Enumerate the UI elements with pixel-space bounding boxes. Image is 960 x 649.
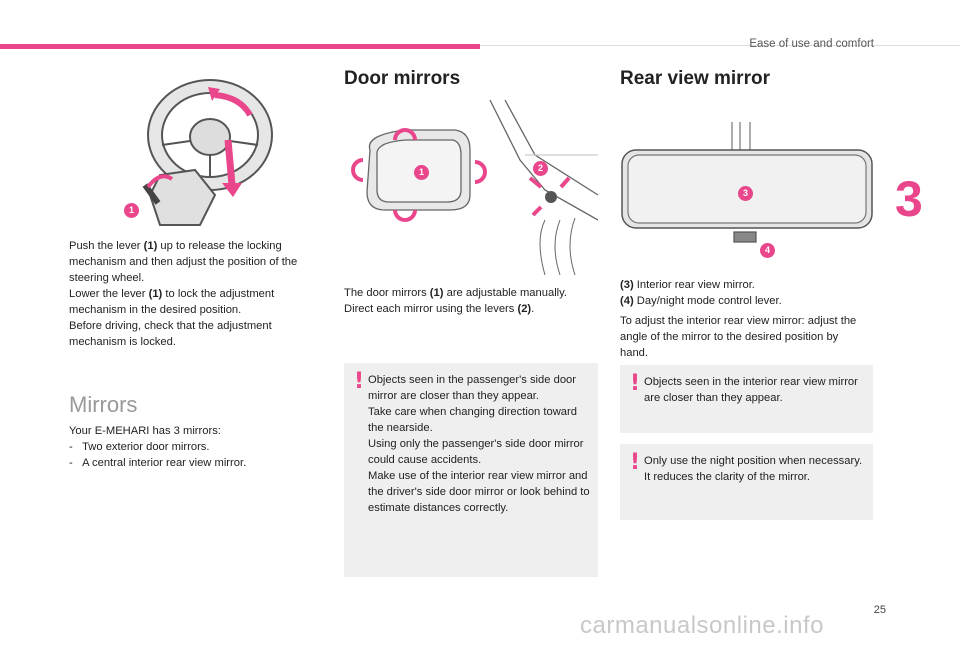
chapter-number: 3 (895, 171, 923, 227)
door-mirrors-warning: ! Objects seen in the passenger's side d… (344, 363, 598, 577)
mirrors-list-item: - Two exterior door mirrors. (69, 441, 210, 453)
rear-mirror-warning-2: ! Only use the night position when neces… (620, 444, 873, 520)
mirrors-list-item: - A central interior rear view mirror. (69, 457, 247, 469)
steering-instructions: Push the lever (1) up to release the loc… (69, 238, 319, 350)
warning-icon: ! (630, 450, 641, 475)
door-mirror-illustration (351, 100, 598, 276)
warning-text: Only use the night position when necessa… (644, 455, 863, 483)
mirrors-description: Your E-MEHARI has 3 mirrors: - Two exter… (69, 423, 319, 471)
page-number: 25 (873, 604, 886, 616)
rear-mirror-legend: (3) Interior rear view mirror. (4) Day/n… (620, 277, 872, 309)
door-mirrors-title: Door mirrors (344, 68, 461, 89)
callout-label: 2 (533, 161, 548, 176)
instruction-line: Before driving, check that the adjustmen… (69, 320, 272, 348)
warning-icon: ! (354, 369, 365, 394)
rear-mirror-warning-1: ! Objects seen in the interior rear view… (620, 365, 873, 433)
rear-mirror-text: To adjust the interior rear view mirror:… (620, 315, 857, 359)
instruction-line: Push the lever (1) up to release the loc… (69, 240, 298, 284)
rear-view-mirror-title: Rear view mirror (620, 68, 770, 89)
legend-item: (3) Interior rear view mirror. (620, 279, 755, 291)
callout-label: 3 (738, 186, 753, 201)
top-rule (480, 45, 960, 46)
top-accent-bar (0, 44, 480, 49)
callout-label: 1 (124, 203, 139, 218)
instruction-line: Lower the lever (1) to lock the adjustme… (69, 288, 275, 316)
warning-text: Objects seen in the interior rear view m… (644, 376, 858, 404)
steering-wheel-illustration (142, 79, 273, 226)
mirrors-intro: Your E-MEHARI has 3 mirrors: (69, 425, 221, 437)
warning-icon: ! (630, 371, 641, 396)
callout-label: 1 (414, 165, 429, 180)
section-header: Ease of use and comfort (749, 38, 874, 50)
callout-label: 4 (760, 243, 775, 258)
mirrors-heading: Mirrors (69, 392, 138, 417)
watermark: carmanualsonline.info (580, 612, 824, 639)
warning-text: Objects seen in the passenger's side doo… (368, 374, 590, 514)
door-mirrors-text: The door mirrors (1) are adjustable manu… (344, 287, 568, 315)
legend-item: (4) Day/night mode control lever. (620, 295, 782, 307)
